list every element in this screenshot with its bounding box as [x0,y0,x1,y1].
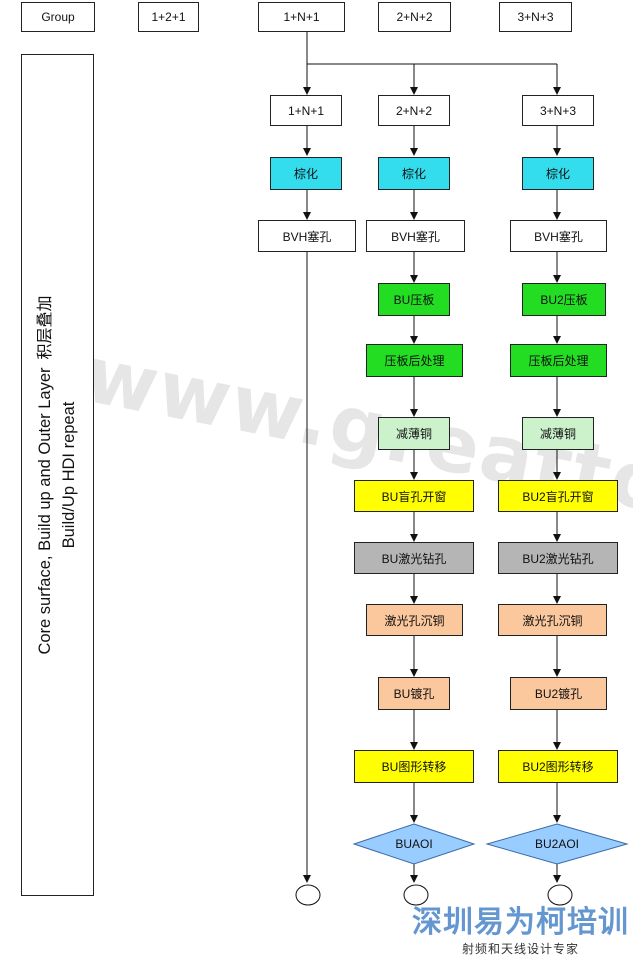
end-circle-1 [295,884,321,906]
step-2n2-laser: BU激光钻孔 [354,542,474,574]
diamond-bu2aoi [485,823,629,865]
side-panel [21,54,94,896]
step-3n3-aoi-label: BU2AOI [534,837,579,851]
step-2n2-reduce-cu: 减薄铜 [378,417,450,450]
step-2n2-bvh: BVH塞孔 [366,220,465,252]
step-1n1-start: 1+N+1 [270,95,342,126]
brand-logo-subtitle: 射频和天线设计专家 [461,942,579,956]
step-2n2-post-press: 压板后处理 [366,344,463,377]
diamond-buaoi [352,823,476,865]
step-2n2-aoi-label: BUAOI [395,837,433,851]
step-2n2-window: BU盲孔开窗 [354,480,474,512]
step-2n2-pattern: BU图形转移 [354,750,474,783]
step-3n3-window: BU2盲孔开窗 [498,480,618,512]
end-circle-2 [403,884,429,906]
step-2n2-press: BU压板 [378,283,450,316]
step-1n1-brown: 棕化 [270,157,342,190]
step-2n2-start: 2+N+2 [378,95,450,126]
step-3n3-start: 3+N+3 [522,95,594,126]
step-3n3-press: BU2压板 [522,283,606,316]
step-2n2-laser-plating: 激光孔沉铜 [366,604,463,636]
header-1-2-1: 1+2+1 [138,2,199,32]
header-group: Group [21,2,95,32]
step-3n3-brown: 棕化 [522,157,594,190]
header-3-n-3: 3+N+3 [499,2,572,32]
step-2n2-brown: 棕化 [378,157,450,190]
step-3n3-laser: BU2激光钻孔 [498,542,618,574]
step-1n1-bvh: BVH塞孔 [258,220,356,252]
step-3n3-pattern: BU2图形转移 [498,750,618,783]
brand-logo-title: 深圳易为柯培训 [412,905,629,940]
step-3n3-bvh: BVH塞孔 [510,220,607,252]
end-circle-3 [547,884,573,906]
step-3n3-reduce-cu: 减薄铜 [522,417,594,450]
step-3n3-laser-plating: 激光孔沉铜 [498,604,607,636]
step-3n3-plate: BU2镀孔 [510,677,607,710]
header-1-n-1: 1+N+1 [258,2,345,32]
header-2-n-2: 2+N+2 [378,2,451,32]
step-3n3-post-press: 压板后处理 [510,344,607,377]
step-2n2-plate: BU镀孔 [378,677,450,710]
brand-logo: 深圳易为柯培训 射频和天线设计专家 [412,906,629,957]
